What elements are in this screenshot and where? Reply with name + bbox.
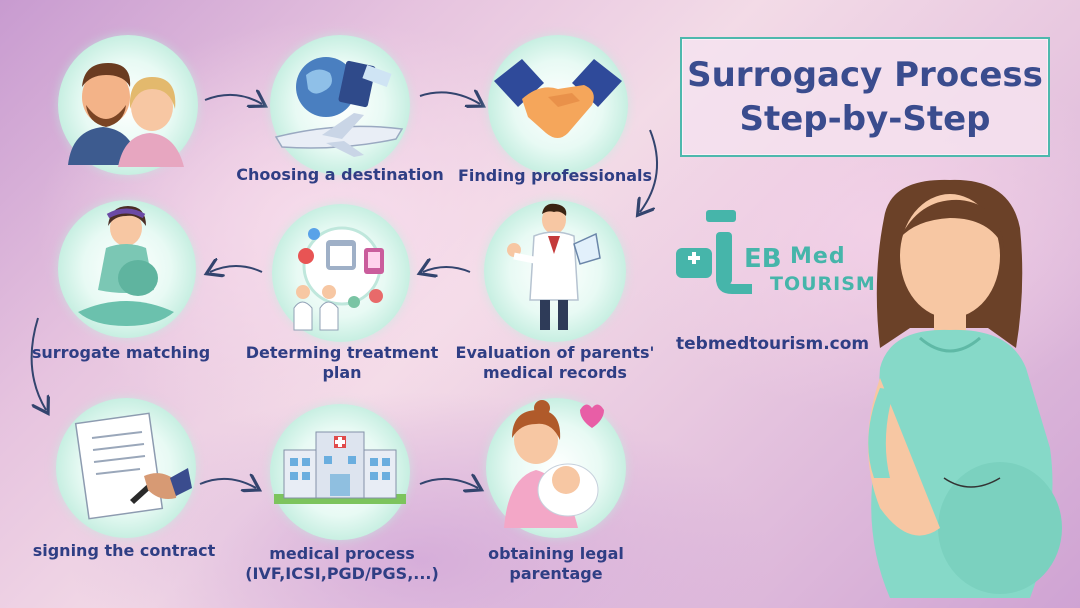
arrow-2-3 [419,92,480,104]
logo-mark-icon [676,210,752,294]
title-line-2: Step-by-Step [739,99,991,139]
couple-icon [68,63,184,167]
mother-baby-icon [504,400,604,528]
contract-signing-icon [74,412,192,520]
arrow-4-5 [423,267,471,272]
logo-tourism: TOURISM [770,273,876,295]
step-label-3: Finding professionals [457,166,653,185]
pregnant-woman-figure-icon [868,179,1062,598]
step-circle-1 [58,35,198,175]
doctor-icon [507,203,601,330]
step-label-7: signing the contract [32,541,216,560]
step-circle-6 [58,200,196,338]
step-label-8: medical process (IVF,ICSI,PGD/PGS,...) [245,544,439,583]
step-circle-5 [272,204,410,342]
step-circle-4 [484,200,626,342]
step-label-5: Determing treatment plan [245,343,439,382]
arrow-1-2 [204,95,262,104]
medical-planning-icon [293,226,384,331]
step-label-9: obtaining legal parentage [488,544,624,583]
step-circle-7 [56,398,196,538]
title-box: Surrogacy Process Step-by-Step [680,37,1050,157]
title-line-1: Surrogacy Process [687,55,1043,95]
arrow-6-7 [30,317,46,410]
step-label-6: surrogate matching [31,343,211,362]
arrow-7-8 [199,479,256,488]
step-label-4: Evaluation of parents' medical records [455,343,655,382]
arrow-3-4 [640,129,659,212]
logo-med: Med [790,244,846,269]
logo-eb: EB [744,244,782,274]
step-circle-2 [270,35,410,175]
step-label-2: Choosing a destination [236,165,444,184]
step-circle-9 [486,398,626,538]
hospital-icon [274,431,406,504]
arrow-8-9 [419,479,478,488]
step-circle-3 [488,35,628,175]
step-circle-8 [270,404,410,540]
pregnant-woman-icon [78,206,174,326]
website-url: tebmedtourism.com [676,334,870,354]
handshake-icon [494,59,622,138]
globe-airplane-passport-icon [274,57,404,157]
arrow-5-6 [210,266,263,272]
